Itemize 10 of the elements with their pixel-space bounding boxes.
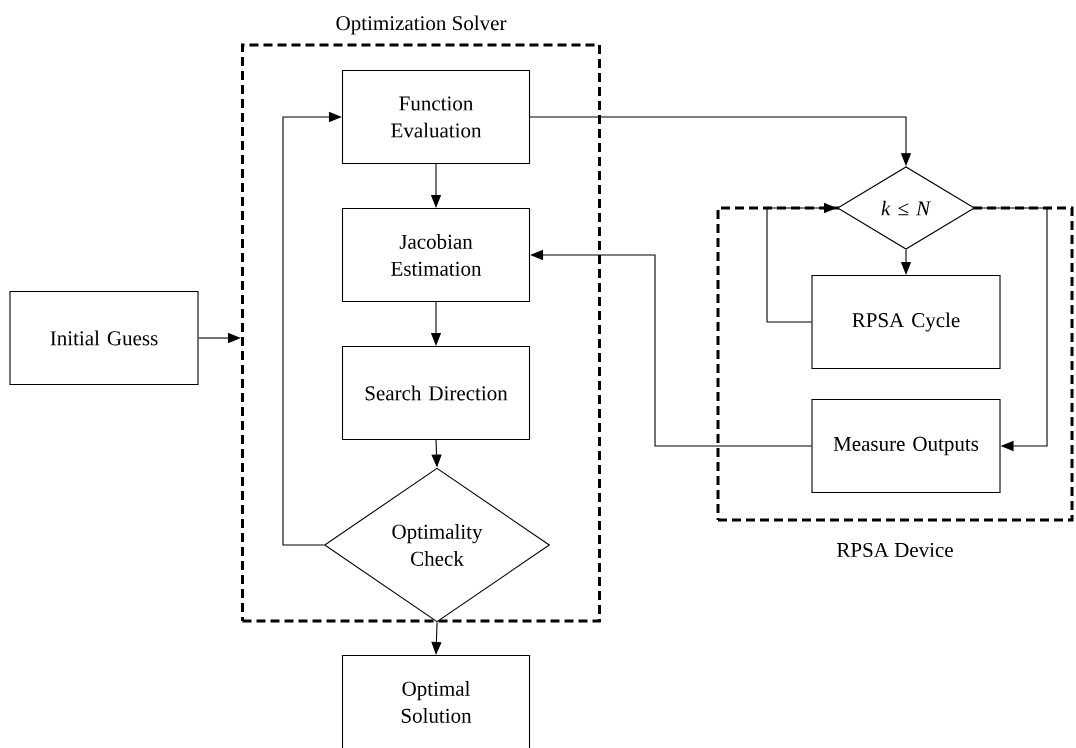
- process-box: Initial Guess: [9, 290, 199, 386]
- process-box: RPSA Cycle: [811, 274, 1001, 370]
- arrow: [974, 207, 1048, 452]
- node-label: Optimization Solver: [336, 15, 507, 35]
- node-label: RPSA Device: [837, 542, 953, 558]
- process-box: Search Direction: [341, 345, 531, 441]
- process-box: Optimal Solution: [341, 654, 531, 748]
- process-box: Measure Outputs: [811, 398, 1001, 494]
- process-box: Function Evaluation: [341, 69, 531, 165]
- process-box: Jacobian Estimation: [341, 207, 531, 303]
